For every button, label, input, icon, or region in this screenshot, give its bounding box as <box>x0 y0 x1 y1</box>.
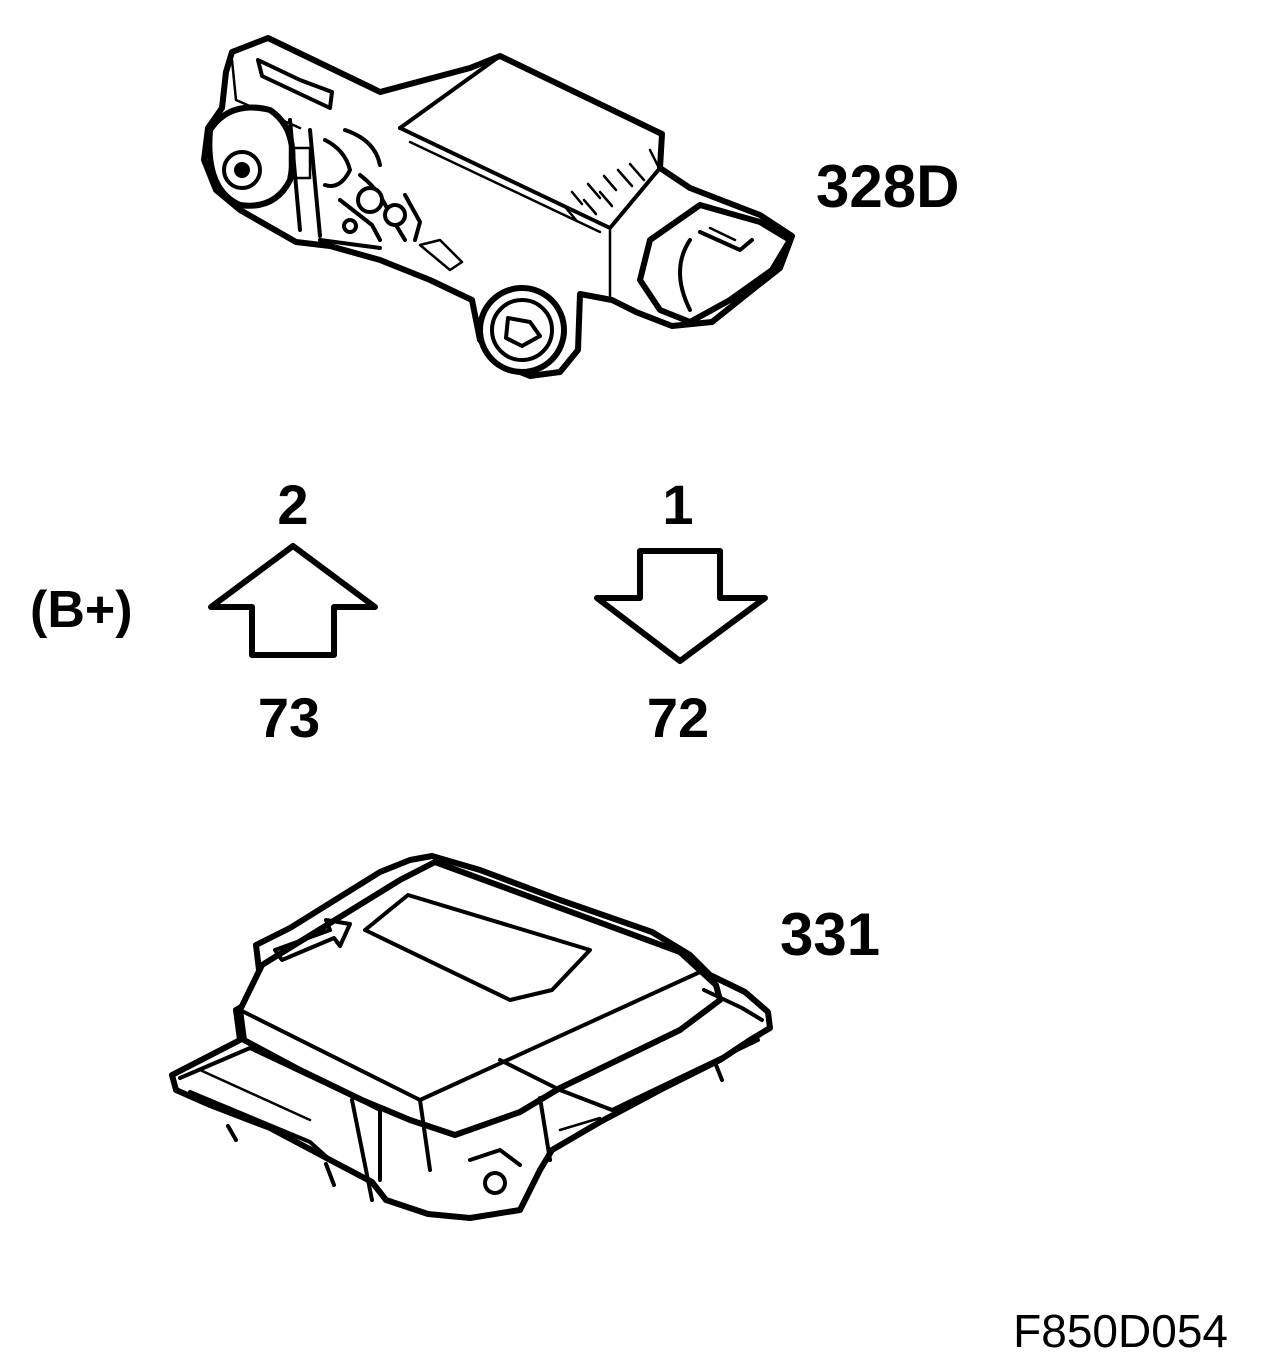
module-331-illustration <box>169 853 773 1221</box>
arrow-down <box>594 548 768 664</box>
pin-label-down-top: 1 <box>662 473 693 536</box>
sensor-328d-illustration <box>201 35 795 379</box>
pin-label-up-bottom: 73 <box>258 686 320 749</box>
pin-label-down-bottom: 72 <box>647 686 709 749</box>
sensor-label: 328D <box>816 153 959 220</box>
arrow-up <box>208 543 378 658</box>
module-label: 331 <box>780 901 880 968</box>
supply-label: (B+) <box>30 581 133 639</box>
figure-code: F850D054 <box>1013 1305 1228 1357</box>
pin-label-up-top: 2 <box>277 473 308 536</box>
